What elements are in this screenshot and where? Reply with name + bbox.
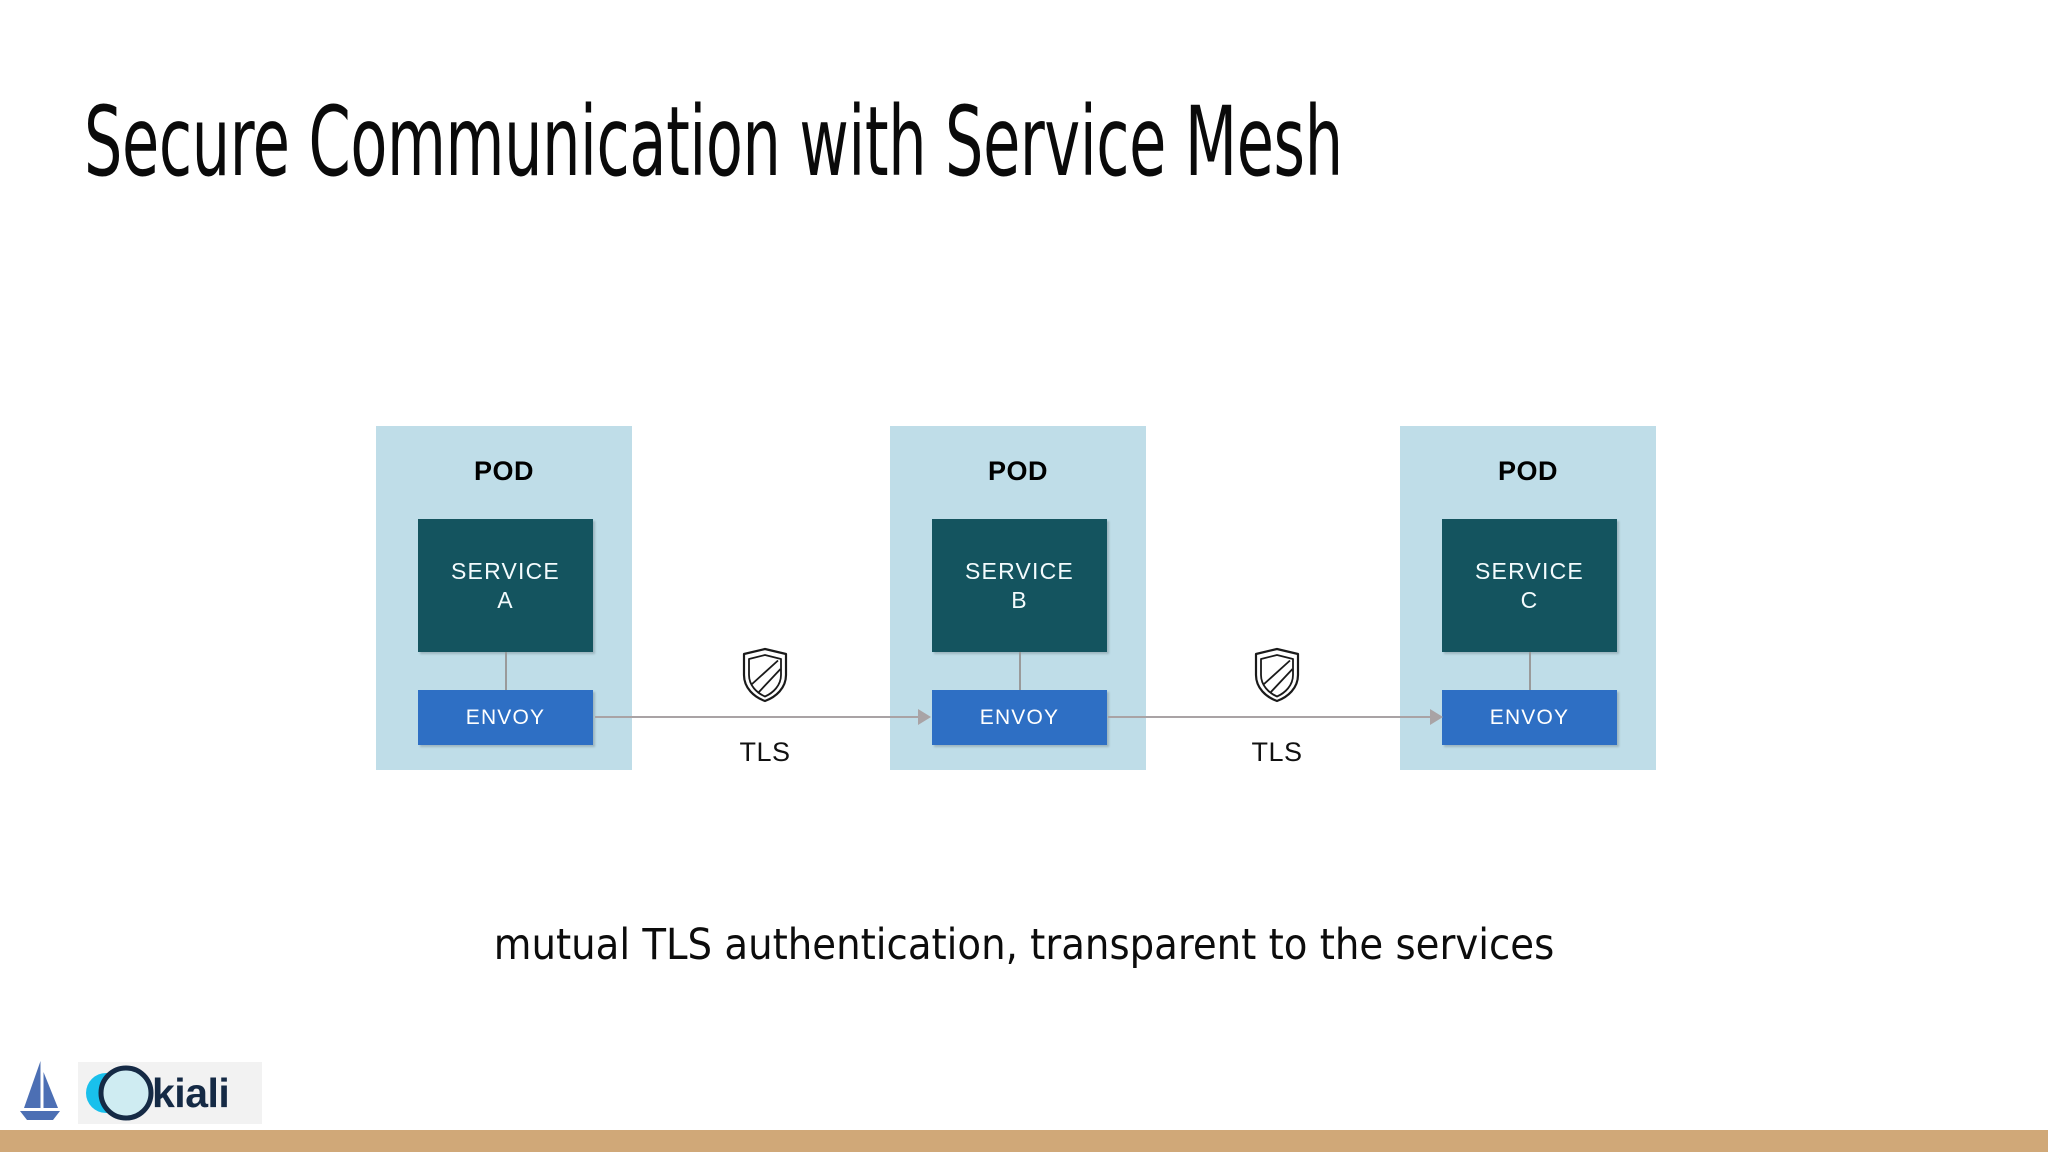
envoy-box-a: ENVOY [418,690,593,745]
tls-label-a-to-b: TLS [739,737,791,767]
page-title: Secure Communication with Service Mesh [84,86,1343,198]
kiali-circles-icon [78,1062,156,1124]
service-box-c: SERVICE C [1442,519,1617,652]
pod-box-a: POD SERVICE A ENVOY [376,426,632,770]
shield-icon [740,647,790,703]
service-label-a: SERVICE A [418,519,593,652]
pod-label: POD [987,456,1048,486]
kiali-wordmark: kiali [152,1069,230,1116]
service-name-line1: SERVICE [1475,557,1584,584]
envoy-box-c: ENVOY [1442,690,1617,745]
slide-caption: mutual TLS authentication, transparent t… [493,920,1555,970]
service-label-c: SERVICE C [1442,519,1617,652]
tls-label-b-to-c: TLS [1251,737,1303,767]
service-name-line2: B [1011,586,1028,613]
service-name-line2: A [497,586,514,613]
service-name-line2: C [1520,586,1539,613]
pod-label: POD [473,456,534,486]
tls-link-b-to-c [1108,716,1438,718]
service-label-b: SERVICE B [932,519,1107,652]
service-name-line1: SERVICE [965,557,1074,584]
envoy-box-b: ENVOY [932,690,1107,745]
footer-accent-bar [0,1130,2048,1152]
service-box-b: SERVICE B [932,519,1107,652]
service-to-envoy-connector [1019,652,1021,690]
service-box-a: SERVICE A [418,519,593,652]
pod-box-b: POD SERVICE B ENVOY [890,426,1146,770]
service-to-envoy-connector [505,652,507,690]
service-to-envoy-connector [1529,652,1531,690]
kiali-logo: kiali [78,1062,262,1124]
arrow-head-icon [1430,709,1443,725]
shield-icon [1252,647,1302,703]
service-name-line1: SERVICE [451,557,560,584]
tls-link-a-to-b [595,716,925,718]
pod-label: POD [1497,456,1558,486]
arrow-head-icon [918,709,931,725]
istio-sailboat-logo-icon [14,1058,64,1126]
